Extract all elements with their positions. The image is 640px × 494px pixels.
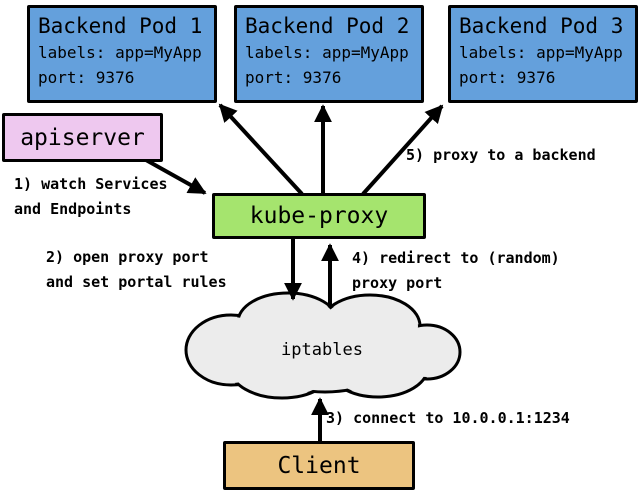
client-box: Client [223, 441, 415, 490]
backend-pod-2-title: Backend Pod 2 [245, 14, 410, 38]
backend-pod-3-port: port: 9376 [459, 68, 556, 87]
apiserver-box: apiserver [2, 113, 163, 162]
backend-pod-3-title: Backend Pod 3 [459, 14, 624, 38]
annotation-step4-redirect: 4) redirect to (random) proxy port [352, 249, 560, 292]
backend-pod-3-box: Backend Pod 3 labels: app=MyApp port: 93… [448, 5, 638, 103]
backend-pod-2-box: Backend Pod 2 labels: app=MyApp port: 93… [234, 5, 424, 103]
annotation-step2-open-proxy-port: 2) open proxy port and set portal rules [46, 248, 227, 291]
kube-proxy-box: kube-proxy [212, 193, 426, 239]
backend-pod-2-labels: labels: app=MyApp [245, 43, 409, 62]
arrow-kube-proxy-to-pod1 [218, 103, 304, 196]
apiserver-label: apiserver [20, 124, 145, 151]
iptables-label: iptables [281, 340, 363, 360]
diagram-arrows [145, 103, 444, 441]
backend-pod-1-box: Backend Pod 1 labels: app=MyApp port: 93… [27, 5, 217, 103]
annotation-step1-watch-services: 1) watch Services and Endpoints [14, 175, 168, 218]
backend-pod-1-labels: labels: app=MyApp [38, 43, 202, 62]
annotation-step5-proxy-backend: 5) proxy to a backend [406, 146, 596, 164]
backend-pod-1-port: port: 9376 [38, 68, 135, 87]
annotation-step3-connect: 3) connect to 10.0.0.1:1234 [326, 409, 570, 427]
backend-pod-3-labels: labels: app=MyApp [459, 43, 623, 62]
arrow-apiserver-to-kube-proxy [145, 158, 207, 195]
kube-proxy-label: kube-proxy [249, 203, 389, 229]
client-label: Client [277, 452, 361, 479]
backend-pod-2-port: port: 9376 [245, 68, 342, 87]
arrow-kube-proxy-to-pod3 [361, 104, 444, 196]
iptables-cloud [184, 291, 462, 400]
backend-pod-1-title: Backend Pod 1 [38, 14, 203, 38]
